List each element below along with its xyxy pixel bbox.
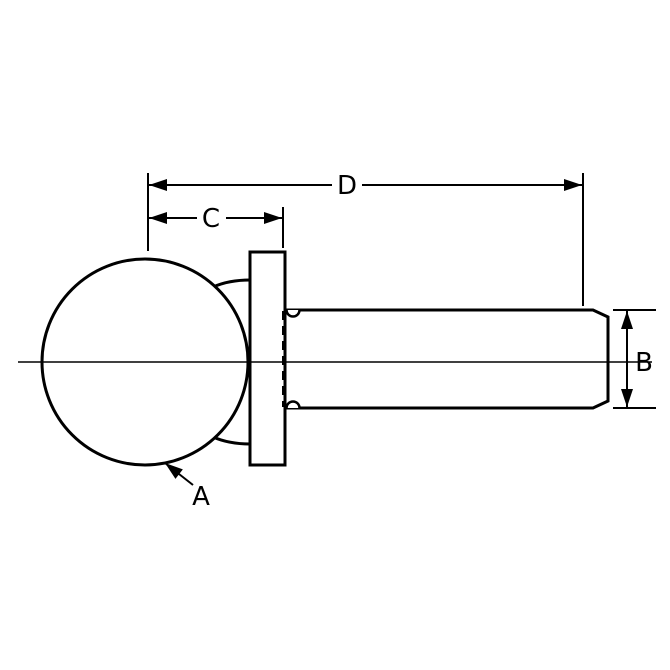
shank-body [283, 308, 610, 410]
neck-bottom-edge [212, 435, 251, 446]
undercut-groove-bottom [285, 400, 301, 409]
dimension-d-label: D [337, 171, 357, 201]
undercut-groove-top [285, 309, 301, 318]
label-a-leader-line [164, 462, 194, 486]
dimension-c-label: C [202, 204, 220, 234]
neck-top-edge [212, 278, 251, 289]
dimension-b-label: B [635, 348, 653, 378]
flange-shoulder [248, 250, 287, 467]
dimension-a-label: A [192, 482, 210, 512]
